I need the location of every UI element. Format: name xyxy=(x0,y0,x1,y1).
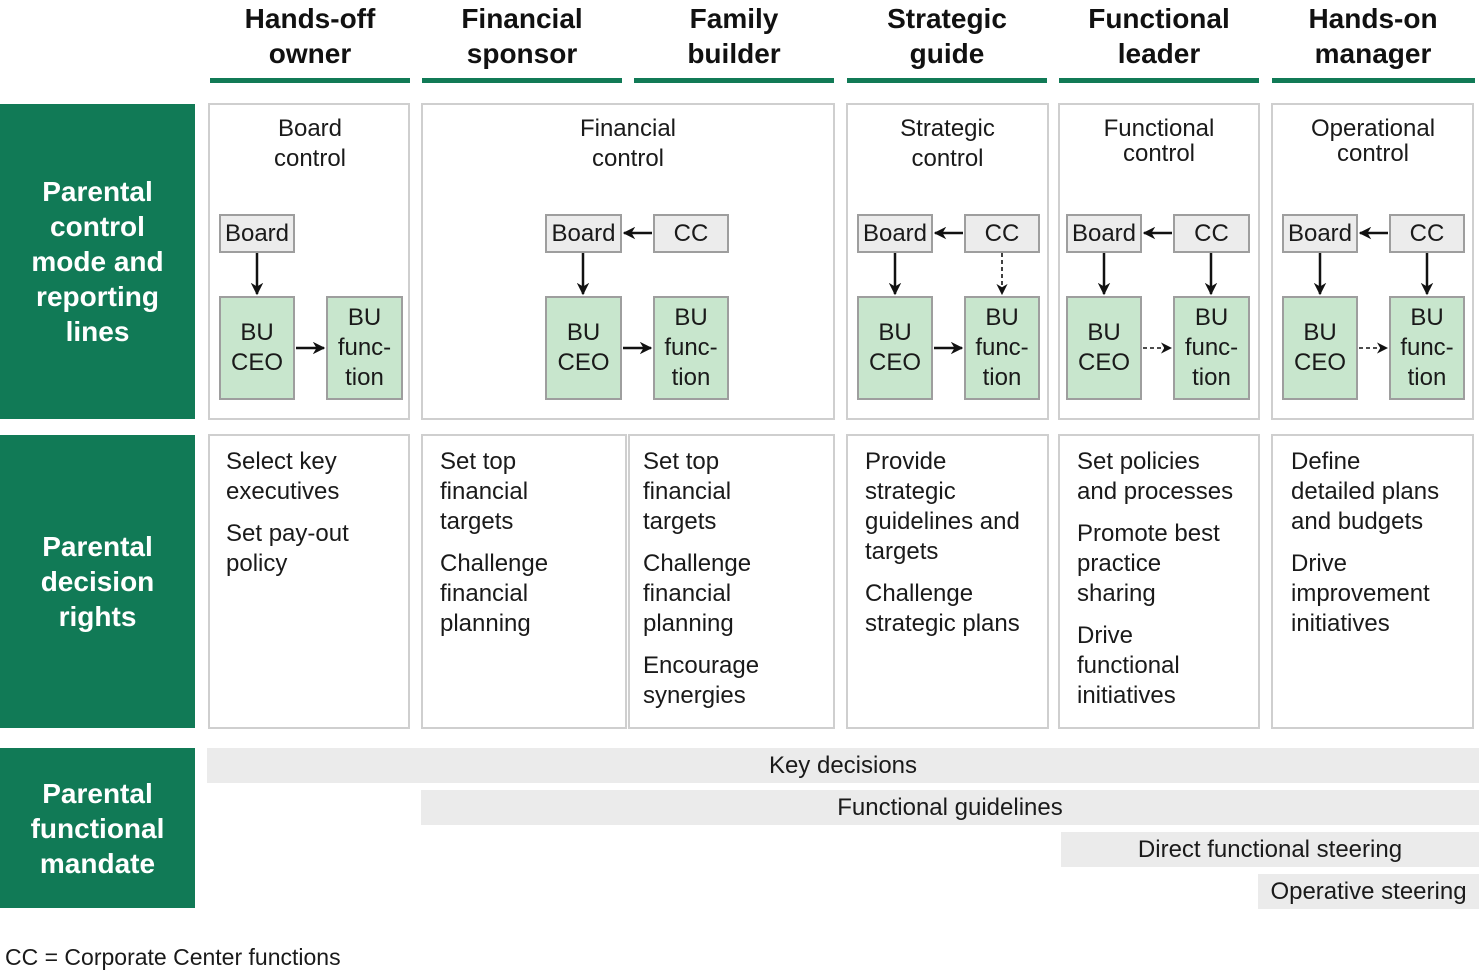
rights-item: Drive improvement initiatives xyxy=(1291,550,1430,637)
column-underline xyxy=(847,78,1047,83)
rights-panel-hands-off xyxy=(208,434,410,729)
control-title-functional: Functional control xyxy=(1103,115,1215,167)
column-header-hands-on-manager: Hands-on manager xyxy=(1308,3,1438,69)
panel-financial-control xyxy=(421,103,835,420)
control-title-board: Board control xyxy=(273,115,347,172)
rights-item: Set top financial targets xyxy=(440,448,529,535)
rights-item: Challenge financial planning xyxy=(643,550,752,637)
column-header-hands-off-owner: Hands-off owner xyxy=(244,3,376,69)
column-underline xyxy=(1059,78,1259,83)
cc-box: CC xyxy=(1389,214,1465,253)
column-underline xyxy=(422,78,622,83)
bar-direct-functional-steering: Direct functional steering xyxy=(1061,832,1479,867)
bu-ceo-box: BU CEO xyxy=(1066,296,1142,400)
bu-function-box: BU func- tion xyxy=(326,296,403,400)
rights-list-family-builder: Set top financial targets Challenge fina… xyxy=(643,447,828,723)
rights-list-strategic-guide: Provide strategic guidelines and targets… xyxy=(865,447,1047,651)
rights-list-functional-leader: Set policies and processes Promote best … xyxy=(1077,447,1259,723)
bar-functional-guidelines: Functional guidelines xyxy=(421,790,1479,825)
column-header-family-builder: Family builder xyxy=(687,3,781,69)
rights-list-financial-sponsor: Set top financial targets Challenge fina… xyxy=(440,447,620,651)
rights-panel-financial-sponsor xyxy=(421,434,627,729)
rights-item: Encourage synergies xyxy=(643,652,760,709)
row-label-decision-rights: Parental decision rights xyxy=(0,435,195,728)
column-header-financial-sponsor: Financial sponsor xyxy=(461,3,583,69)
bu-function-box: BU func- tion xyxy=(1389,296,1465,400)
rights-item: Promote best practice sharing xyxy=(1077,520,1220,607)
control-title-operational: Operational control xyxy=(1310,115,1436,167)
rights-panel-hands-on xyxy=(1271,434,1474,729)
bu-function-box: BU func- tion xyxy=(1173,296,1250,400)
row-label-control-mode: Parental control mode and reporting line… xyxy=(0,104,195,419)
rights-item: Set policies and processes xyxy=(1077,448,1234,505)
cc-box: CC xyxy=(653,214,729,253)
rights-item: Drive functional initiatives xyxy=(1077,622,1180,709)
rights-item: Select key executives xyxy=(226,448,340,505)
board-box: Board xyxy=(857,214,933,253)
rights-list-hands-off: Select key executives Set pay-out policy xyxy=(226,447,406,591)
bu-function-box: BU func- tion xyxy=(653,296,729,400)
cc-box: CC xyxy=(964,214,1040,253)
column-underline xyxy=(210,78,410,83)
rights-panel-strategic-guide xyxy=(846,434,1049,729)
bu-function-box: BU func- tion xyxy=(964,296,1040,400)
bu-ceo-box: BU CEO xyxy=(857,296,933,400)
bar-key-decisions: Key decisions xyxy=(207,748,1479,783)
column-underline xyxy=(1272,78,1475,83)
bar-operative-steering: Operative steering xyxy=(1258,874,1479,909)
bu-ceo-box: BU CEO xyxy=(1282,296,1358,400)
rights-item: Set pay-out policy xyxy=(226,520,349,577)
bu-ceo-box: BU CEO xyxy=(219,296,295,400)
rights-panel-family-builder xyxy=(628,434,835,729)
row-label-functional-mandate: Parental functional mandate xyxy=(0,748,195,908)
footnote: CC = Corporate Center functions xyxy=(5,944,341,970)
board-box: Board xyxy=(545,214,622,253)
column-underline xyxy=(634,78,834,83)
bu-ceo-box: BU CEO xyxy=(545,296,622,400)
rights-item: Challenge financial planning xyxy=(440,550,549,637)
board-box: Board xyxy=(1282,214,1358,253)
column-header-strategic-guide: Strategic guide xyxy=(887,3,1007,69)
board-box: Board xyxy=(1066,214,1142,253)
rights-item: Challenge strategic plans xyxy=(865,580,1020,637)
column-header-functional-leader: Functional leader xyxy=(1088,3,1230,69)
control-title-financial: Financial control xyxy=(579,115,677,172)
rights-panel-functional-leader xyxy=(1058,434,1260,729)
board-box: Board xyxy=(219,214,295,253)
cc-box: CC xyxy=(1173,214,1250,253)
control-title-strategic: Strategic control xyxy=(900,115,995,172)
rights-list-hands-on: Define detailed plans and budgets Drive … xyxy=(1291,447,1473,651)
rights-item: Set top financial targets xyxy=(643,448,732,535)
rights-item: Define detailed plans and budgets xyxy=(1291,448,1440,535)
rights-item: Provide strategic guidelines and targets xyxy=(865,448,1020,565)
